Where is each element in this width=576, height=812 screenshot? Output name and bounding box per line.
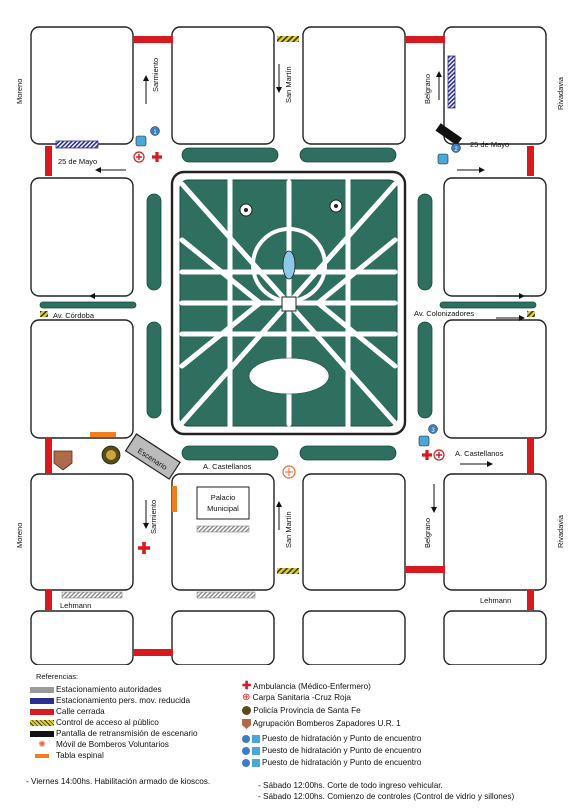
screen-icon bbox=[435, 123, 462, 146]
traffic-arrows bbox=[89, 64, 525, 530]
legend-item-firefighters: Agrupación Bomberos Zapadores U.R. 1 bbox=[242, 719, 401, 729]
green-medians bbox=[39, 147, 537, 461]
street-sarmiento: Sarmiento bbox=[151, 58, 160, 92]
street-san-martin: San Martín bbox=[284, 66, 293, 103]
hydration-number: 1 bbox=[153, 130, 157, 136]
legend-item-authority-parking: Estacionamiento autoridades bbox=[30, 685, 162, 695]
street-av-cordoba: Av. Córdoba bbox=[53, 311, 95, 320]
spinal-board bbox=[172, 486, 177, 512]
street-rivadavia: Rivadavia bbox=[556, 514, 565, 548]
ambulance-icon bbox=[422, 450, 432, 460]
note-sabado-2: - Sábado 12:00hs. Comienzo de controles … bbox=[258, 792, 515, 801]
legend-item-spinal-board: Tabla espinal bbox=[30, 751, 104, 761]
block bbox=[171, 610, 275, 665]
street-25-de-mayo: 25 de Mayo bbox=[58, 157, 97, 166]
hydration-point-1: 1 bbox=[135, 126, 160, 147]
legend-item-volunteer-firefighters: ✺Móvil de Bomberos Voluntarios bbox=[38, 738, 169, 749]
legend-item-red-cross-tent: ⊕ Carpa Sanitaria -Cruz Roja bbox=[242, 692, 351, 703]
street-a-castellanos: A. Castellanos bbox=[203, 462, 252, 471]
central-plaza bbox=[170, 170, 407, 436]
legend-item-hydration-2: Puesto de hidratación y Punto de encuent… bbox=[242, 746, 421, 756]
police-badge-icon bbox=[101, 445, 121, 465]
spinal-board bbox=[90, 432, 116, 437]
legend-item-closed-street: Calle cerrada bbox=[30, 707, 105, 717]
street-25-de-mayo: 25 de Mayo bbox=[470, 140, 509, 149]
legend: Referencias: Estacionamiento autoridades… bbox=[0, 666, 576, 812]
street-belgrano: Belgrano bbox=[423, 74, 432, 104]
legend-item-access-control: Control de acceso al público bbox=[30, 718, 159, 728]
street-sarmiento: Sarmiento bbox=[149, 500, 158, 534]
street-lehmann: Lehmann bbox=[60, 601, 91, 610]
legend-item-ambulance: ✚ Ambulancia (Médico-Enfermero) bbox=[242, 680, 371, 692]
legend-item-screen: Pantalla de retransmisión de escenario bbox=[30, 729, 198, 739]
volunteer-firefighters-icon bbox=[282, 465, 296, 479]
block bbox=[443, 473, 547, 591]
event-map: Escenario Palacio Municipal Moreno Moren… bbox=[15, 26, 565, 665]
note-sabado-1: - Sábado 12:00hs. Corte de todo ingreso … bbox=[258, 781, 443, 790]
parking-areas bbox=[55, 55, 456, 599]
hydration-number: 2 bbox=[454, 147, 458, 153]
legend-title: Referencias: bbox=[36, 672, 79, 681]
red-cross-tent-icon bbox=[433, 449, 445, 461]
central-pond bbox=[282, 250, 296, 280]
street-belgrano: Belgrano bbox=[423, 518, 432, 548]
palace-label-1: Palacio bbox=[211, 493, 236, 502]
hydration-number: 3 bbox=[431, 428, 435, 434]
block bbox=[30, 610, 134, 665]
palace-label-2: Municipal bbox=[207, 504, 239, 513]
legend-item-reduced-mobility: Estacionamiento pers. mov. reducida bbox=[30, 696, 190, 706]
block bbox=[30, 177, 134, 297]
city-blocks bbox=[30, 26, 547, 665]
block bbox=[443, 610, 547, 665]
hydration-point-3: 3 bbox=[418, 424, 438, 447]
street-lehmann: Lehmann bbox=[480, 596, 511, 605]
authority-parking bbox=[196, 591, 256, 599]
block bbox=[30, 26, 134, 145]
street-av-colonizadores: Av. Colonizadores bbox=[414, 309, 474, 318]
block bbox=[443, 26, 547, 145]
block bbox=[302, 610, 406, 665]
block bbox=[30, 473, 134, 591]
block bbox=[443, 177, 547, 297]
access-control-points bbox=[40, 36, 535, 574]
authority-parking bbox=[61, 591, 123, 599]
street-san-martin: San Martín bbox=[284, 511, 293, 548]
firefighter-badge-icon bbox=[53, 450, 73, 471]
hydration-point-2: 2 bbox=[437, 143, 461, 165]
street-rivadavia: Rivadavia bbox=[556, 76, 565, 110]
ambulance-icon bbox=[152, 152, 162, 162]
municipal-palace bbox=[196, 486, 250, 520]
block bbox=[171, 26, 275, 145]
closed-streets bbox=[45, 36, 534, 656]
legend-item-police: Policía Provincia de Santa Fe bbox=[242, 706, 361, 716]
legend-item-hydration-1: Puesto de hidratación y Punto de encuent… bbox=[242, 734, 421, 744]
street-moreno: Moreno bbox=[15, 523, 24, 548]
note-viernes: - Viernes 14:00hs. Habilitación armado d… bbox=[26, 777, 211, 786]
red-cross-tent-icon bbox=[133, 151, 145, 163]
block bbox=[443, 319, 547, 439]
monument bbox=[281, 296, 297, 312]
street-a-castellanos: A. Castellanos bbox=[455, 449, 504, 458]
stage bbox=[124, 433, 181, 480]
ambulance-icon bbox=[138, 542, 150, 554]
reduced-mobility-parking bbox=[447, 55, 456, 109]
reduced-mobility-parking bbox=[55, 140, 99, 149]
street-moreno: Moreno bbox=[15, 79, 24, 104]
authority-parking bbox=[196, 525, 250, 533]
block bbox=[302, 473, 406, 591]
block bbox=[302, 26, 406, 145]
legend-item-hydration-3: Puesto de hidratación y Punto de encuent… bbox=[242, 758, 421, 768]
block bbox=[30, 319, 134, 439]
